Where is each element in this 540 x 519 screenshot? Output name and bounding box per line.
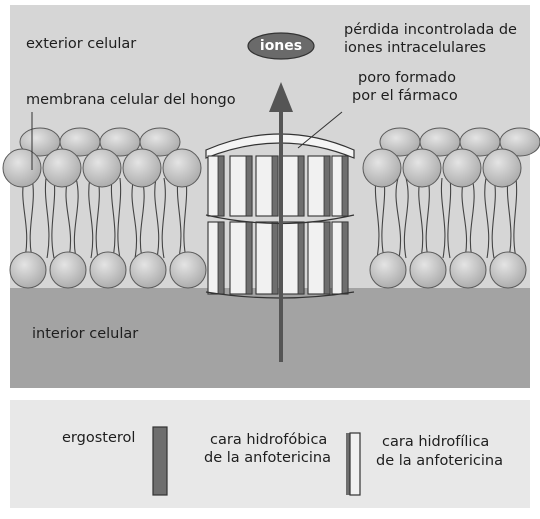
hydrophobic-face [297, 221, 305, 295]
pore-column [331, 155, 349, 217]
pore-column [331, 221, 349, 295]
lipid-head [499, 127, 540, 157]
pore-column [307, 155, 331, 217]
pore-column [307, 221, 331, 295]
legend-ergosterol-label: ergosterol [62, 430, 136, 446]
ion-loss-label-line2: iones intracelulares [344, 40, 487, 56]
lipid-head [409, 251, 447, 289]
hydrophobic-face [271, 155, 279, 217]
hydrophobic-face [323, 221, 331, 295]
hydrophobic-face [297, 155, 305, 217]
lipid-tails [22, 177, 518, 259]
pore-column [255, 155, 279, 217]
legend-hydrophobic-line1: cara hidrofóbica [210, 432, 328, 448]
pore-label-line1: poro formado [358, 70, 456, 86]
ions-label: iones [259, 38, 303, 54]
hydrophobic-face [217, 155, 225, 217]
lipid-tail [44, 177, 50, 259]
intracellular-region [10, 288, 530, 388]
lipid-head [369, 251, 407, 289]
lipid-heads-inner [9, 251, 527, 289]
lipid-tail [73, 177, 79, 259]
lipid-head [449, 251, 487, 289]
lipid-head [42, 148, 82, 188]
lipid-head [482, 148, 522, 188]
hydrophobic-face [245, 155, 253, 217]
lipid-tail [403, 177, 409, 259]
hydrophobic-face [341, 155, 349, 217]
pore-leader-line [297, 111, 343, 149]
lipid-head [362, 148, 402, 188]
membrane-label: membrana celular del hongo [26, 92, 236, 108]
pore-column [229, 221, 253, 295]
hydrophobic-face [217, 221, 225, 295]
legend-hydrophobic-line2: de la anfotericina [204, 450, 331, 466]
lipid-head [489, 251, 527, 289]
lipid-tail [469, 177, 475, 259]
lipid-tail [484, 177, 490, 259]
pore-column [207, 155, 225, 217]
pore-column [281, 155, 305, 217]
exterior-label: exterior celular [26, 36, 137, 52]
lipid-head [402, 148, 442, 188]
lipid-tail [88, 177, 94, 259]
pore-column [207, 221, 225, 295]
lipid-head [49, 251, 87, 289]
lipid-tail [447, 177, 452, 259]
lipid-tail [440, 177, 446, 259]
lipid-tail [110, 177, 116, 259]
pore-column [255, 221, 279, 295]
lipid-head [139, 127, 181, 157]
lipid-head [89, 251, 127, 289]
hydrophobic-face [245, 221, 253, 295]
lipid-head [82, 148, 122, 188]
lipid-head [2, 148, 42, 188]
lipid-head [169, 251, 207, 289]
lipid-head [122, 148, 162, 188]
ion-loss-label-line1: pérdida incontrolada de [344, 22, 517, 38]
lipid-head [162, 148, 202, 188]
legend-hydrophilic-swatch [349, 432, 361, 496]
legend-hydrophilic-line2: de la anfotericina [376, 453, 503, 469]
lipid-head [9, 251, 47, 289]
legend-ergosterol-swatch [152, 426, 168, 496]
pore-column [229, 155, 253, 217]
hydrophobic-face [341, 221, 349, 295]
lipid-tail [395, 177, 402, 259]
legend-hydrophilic-line1: cara hidrofílica [382, 434, 490, 450]
drug-pore [205, 133, 355, 299]
lipid-tail [161, 177, 166, 259]
interior-label: interior celular [32, 326, 139, 342]
pore-column [281, 221, 305, 295]
lipid-tail [117, 177, 122, 259]
lipid-head [442, 148, 482, 188]
lipid-tail [154, 177, 160, 259]
lipid-tail [29, 177, 34, 259]
lipid-head [129, 251, 167, 289]
hydrophobic-face [271, 221, 279, 295]
legend-panel [10, 400, 530, 508]
ions-oval [247, 32, 315, 60]
hydrophobic-face [323, 155, 331, 217]
ion-flow-arrow [269, 82, 293, 362]
lipid-tail [131, 177, 138, 259]
pore-label-line2: por el fármaco [352, 88, 458, 104]
pore-columns [207, 155, 349, 295]
lipid-tail [513, 177, 518, 259]
